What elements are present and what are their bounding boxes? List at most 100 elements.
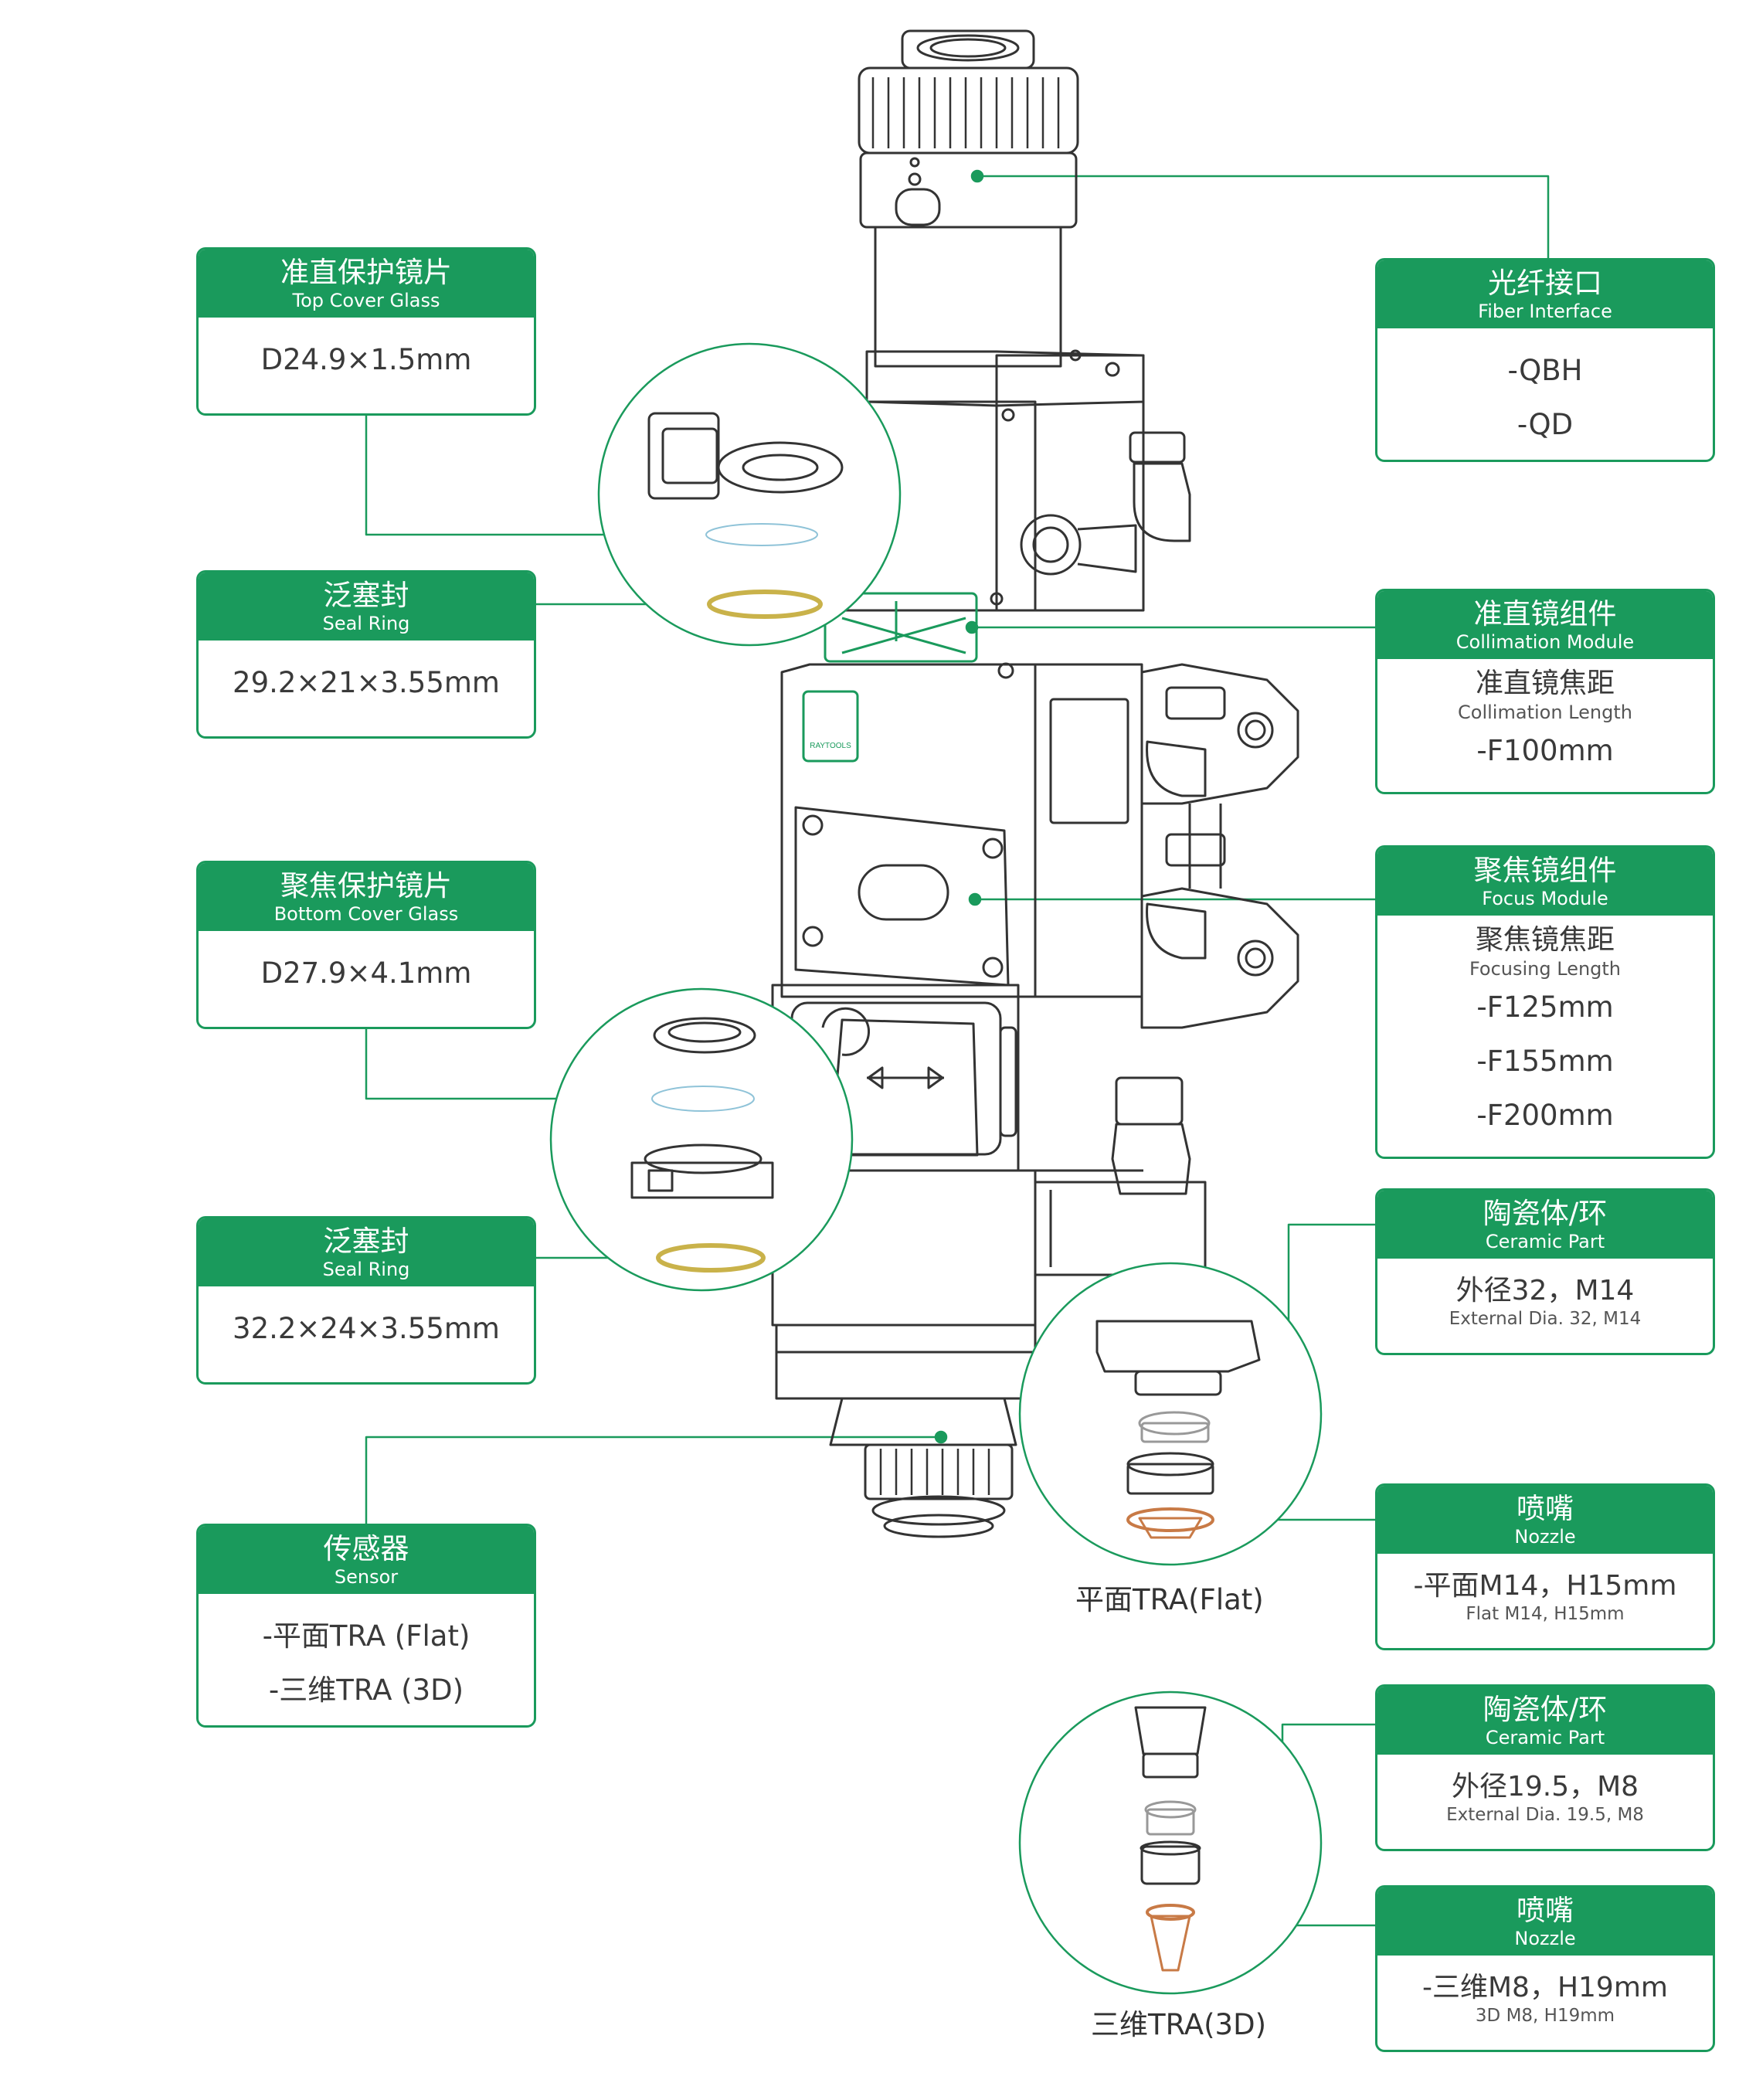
card-top-cover-glass: 准直保护镜片 Top Cover Glass D24.9×1.5mm bbox=[196, 247, 536, 416]
card-value: D24.9×1.5mm bbox=[260, 343, 472, 376]
connector-lines bbox=[365, 169, 1550, 1932]
card-body: D24.9×1.5mm bbox=[199, 318, 534, 403]
card-header: 泛塞封 Seal Ring bbox=[199, 1218, 534, 1286]
card-title-en: Ceramic Part bbox=[1485, 1231, 1605, 1252]
card-header: 传感器 Sensor bbox=[199, 1526, 534, 1594]
logo-text: RAYTOOLS bbox=[810, 742, 851, 750]
card-value: 外径32，M14 bbox=[1455, 1275, 1635, 1307]
card-ceramic-flat: 陶瓷体/环 Ceramic Part 外径32，M14 External Dia… bbox=[1375, 1188, 1715, 1355]
card-nozzle-flat: 喷嘴 Nozzle -平面M14，H15mm Flat M14, H15mm bbox=[1375, 1483, 1715, 1650]
card-value: -平面M14，H15mm bbox=[1413, 1570, 1677, 1602]
detail-circle-top bbox=[597, 342, 902, 647]
card-title-zh: 准直保护镜片 bbox=[280, 256, 452, 289]
card-title-zh: 泛塞封 bbox=[323, 579, 409, 612]
card-header: 泛塞封 Seal Ring bbox=[199, 573, 534, 641]
card-subtitle-en: Focusing Length bbox=[1469, 958, 1622, 980]
card-value: 外径19.5，M8 bbox=[1451, 1771, 1639, 1803]
card-value: -三维M8，H19mm bbox=[1422, 1972, 1668, 2003]
card-seal-ring-2: 泛塞封 Seal Ring 32.2×24×3.55mm bbox=[196, 1216, 536, 1385]
card-body: 外径32，M14 External Dia. 32, M14 bbox=[1377, 1259, 1713, 1345]
card-bottom-cover-glass: 聚焦保护镜片 Bottom Cover Glass D27.9×4.1mm bbox=[196, 861, 536, 1029]
card-title-zh: 陶瓷体/环 bbox=[1483, 1693, 1608, 1726]
card-value: -F100mm bbox=[1476, 734, 1614, 767]
card-title-en: Bottom Cover Glass bbox=[273, 903, 459, 925]
card-value: -QBH bbox=[1507, 354, 1583, 387]
card-title-zh: 喷嘴 bbox=[1517, 1894, 1574, 1927]
card-value: -三维TRA (3D) bbox=[268, 1674, 464, 1707]
card-body: 准直镜焦距 Collimation Length -F100mm bbox=[1377, 659, 1713, 792]
card-fiber-interface: 光纤接口 Fiber Interface -QBH -QD bbox=[1375, 258, 1715, 462]
card-header: 聚焦保护镜片 Bottom Cover Glass bbox=[199, 863, 534, 931]
card-value: -F125mm bbox=[1476, 991, 1614, 1024]
card-title-en: Seal Ring bbox=[322, 1259, 410, 1280]
caption-flat: 平面TRA(Flat) bbox=[1075, 1583, 1264, 1616]
fiber-connector bbox=[858, 29, 1079, 368]
card-header: 光纤接口 Fiber Interface bbox=[1377, 260, 1713, 328]
card-header: 喷嘴 Nozzle bbox=[1377, 1486, 1713, 1554]
card-subtitle-zh: 准直镜焦距 bbox=[1475, 668, 1615, 699]
card-value: 29.2×21×3.55mm bbox=[233, 666, 500, 699]
card-body: 外径19.5，M8 External Dia. 19.5, M8 bbox=[1377, 1755, 1713, 1841]
card-header: 陶瓷体/环 Ceramic Part bbox=[1377, 1191, 1713, 1259]
card-title-en: Sensor bbox=[334, 1566, 399, 1588]
card-nozzle-3d: 喷嘴 Nozzle -三维M8，H19mm 3D M8, H19mm bbox=[1375, 1885, 1715, 2052]
card-body: -三维M8，H19mm 3D M8, H19mm bbox=[1377, 1956, 1713, 2042]
card-body: -平面TRA (Flat) -三维TRA (3D) bbox=[199, 1594, 534, 1725]
card-body: 32.2×24×3.55mm bbox=[199, 1286, 534, 1371]
card-value: D27.9×4.1mm bbox=[260, 957, 472, 990]
card-body: -平面M14，H15mm Flat M14, H15mm bbox=[1377, 1554, 1713, 1640]
card-title-zh: 光纤接口 bbox=[1488, 267, 1602, 300]
card-ceramic-3d: 陶瓷体/环 Ceramic Part 外径19.5，M8 External Di… bbox=[1375, 1684, 1715, 1851]
card-value-en: Flat M14, H15mm bbox=[1466, 1604, 1625, 1624]
card-title-zh: 聚焦保护镜片 bbox=[280, 869, 452, 902]
card-title-zh: 聚焦镜组件 bbox=[1473, 854, 1617, 887]
detail-circle-flat-parts bbox=[1095, 1320, 1261, 1539]
card-subtitle-en: Collimation Length bbox=[1458, 702, 1632, 723]
card-title-zh: 喷嘴 bbox=[1517, 1492, 1574, 1525]
card-header: 喷嘴 Nozzle bbox=[1377, 1888, 1713, 1956]
card-title-en: Collimation Module bbox=[1455, 631, 1635, 653]
card-seal-ring-1: 泛塞封 Seal Ring 29.2×21×3.55mm bbox=[196, 570, 536, 739]
card-collimation-module: 准直镜组件 Collimation Module 准直镜焦距 Collimati… bbox=[1375, 589, 1715, 794]
caption-3d: 三维TRA(3D) bbox=[1091, 2008, 1267, 2041]
card-title-en: Fiber Interface bbox=[1478, 301, 1612, 322]
card-focus-module: 聚焦镜组件 Focus Module 聚焦镜焦距 Focusing Length… bbox=[1375, 845, 1715, 1159]
card-value-en: External Dia. 19.5, M8 bbox=[1446, 1805, 1644, 1825]
card-value: -平面TRA (Flat) bbox=[262, 1619, 470, 1653]
card-title-en: Seal Ring bbox=[322, 613, 410, 634]
card-title-zh: 准直镜组件 bbox=[1473, 597, 1617, 630]
card-title-en: Nozzle bbox=[1514, 1526, 1576, 1548]
card-value-en: External Dia. 32, M14 bbox=[1449, 1309, 1642, 1329]
detail-circle-mid-parts bbox=[630, 1017, 774, 1273]
card-sensor: 传感器 Sensor -平面TRA (Flat) -三维TRA (3D) bbox=[196, 1524, 536, 1728]
card-title-zh: 传感器 bbox=[323, 1532, 409, 1565]
card-title-en: Focus Module bbox=[1482, 888, 1608, 909]
detail-circle-flat bbox=[1018, 1262, 1323, 1566]
card-header: 聚焦镜组件 Focus Module bbox=[1377, 848, 1713, 916]
detail-circle-top-parts bbox=[647, 412, 844, 619]
card-value: -QD bbox=[1517, 408, 1574, 441]
card-value: -F200mm bbox=[1476, 1099, 1614, 1132]
card-title-en: Ceramic Part bbox=[1485, 1727, 1605, 1748]
raytools-logo: RAYTOOLS bbox=[803, 742, 858, 750]
card-title-zh: 泛塞封 bbox=[323, 1225, 409, 1258]
card-title-en: Nozzle bbox=[1514, 1928, 1576, 1949]
card-body: 29.2×21×3.55mm bbox=[199, 641, 534, 725]
card-body: -QBH -QD bbox=[1377, 328, 1713, 460]
card-header: 陶瓷体/环 Ceramic Part bbox=[1377, 1687, 1713, 1755]
detail-circle-3d-parts bbox=[1134, 1706, 1207, 1972]
card-title-en: Top Cover Glass bbox=[292, 290, 440, 311]
detail-circle-mid bbox=[549, 987, 854, 1292]
card-value: 32.2×24×3.55mm bbox=[233, 1312, 500, 1345]
card-subtitle-zh: 聚焦镜焦距 bbox=[1475, 924, 1615, 956]
card-value-en: 3D M8, H19mm bbox=[1475, 2006, 1615, 2026]
card-header: 准直保护镜片 Top Cover Glass bbox=[199, 250, 534, 318]
card-body: 聚焦镜焦距 Focusing Length -F125mm -F155mm -F… bbox=[1377, 916, 1713, 1157]
card-value: -F155mm bbox=[1476, 1045, 1614, 1078]
card-header: 准直镜组件 Collimation Module bbox=[1377, 591, 1713, 659]
card-title-zh: 陶瓷体/环 bbox=[1483, 1197, 1608, 1230]
card-body: D27.9×4.1mm bbox=[199, 931, 534, 1016]
main-body bbox=[780, 663, 1299, 1029]
